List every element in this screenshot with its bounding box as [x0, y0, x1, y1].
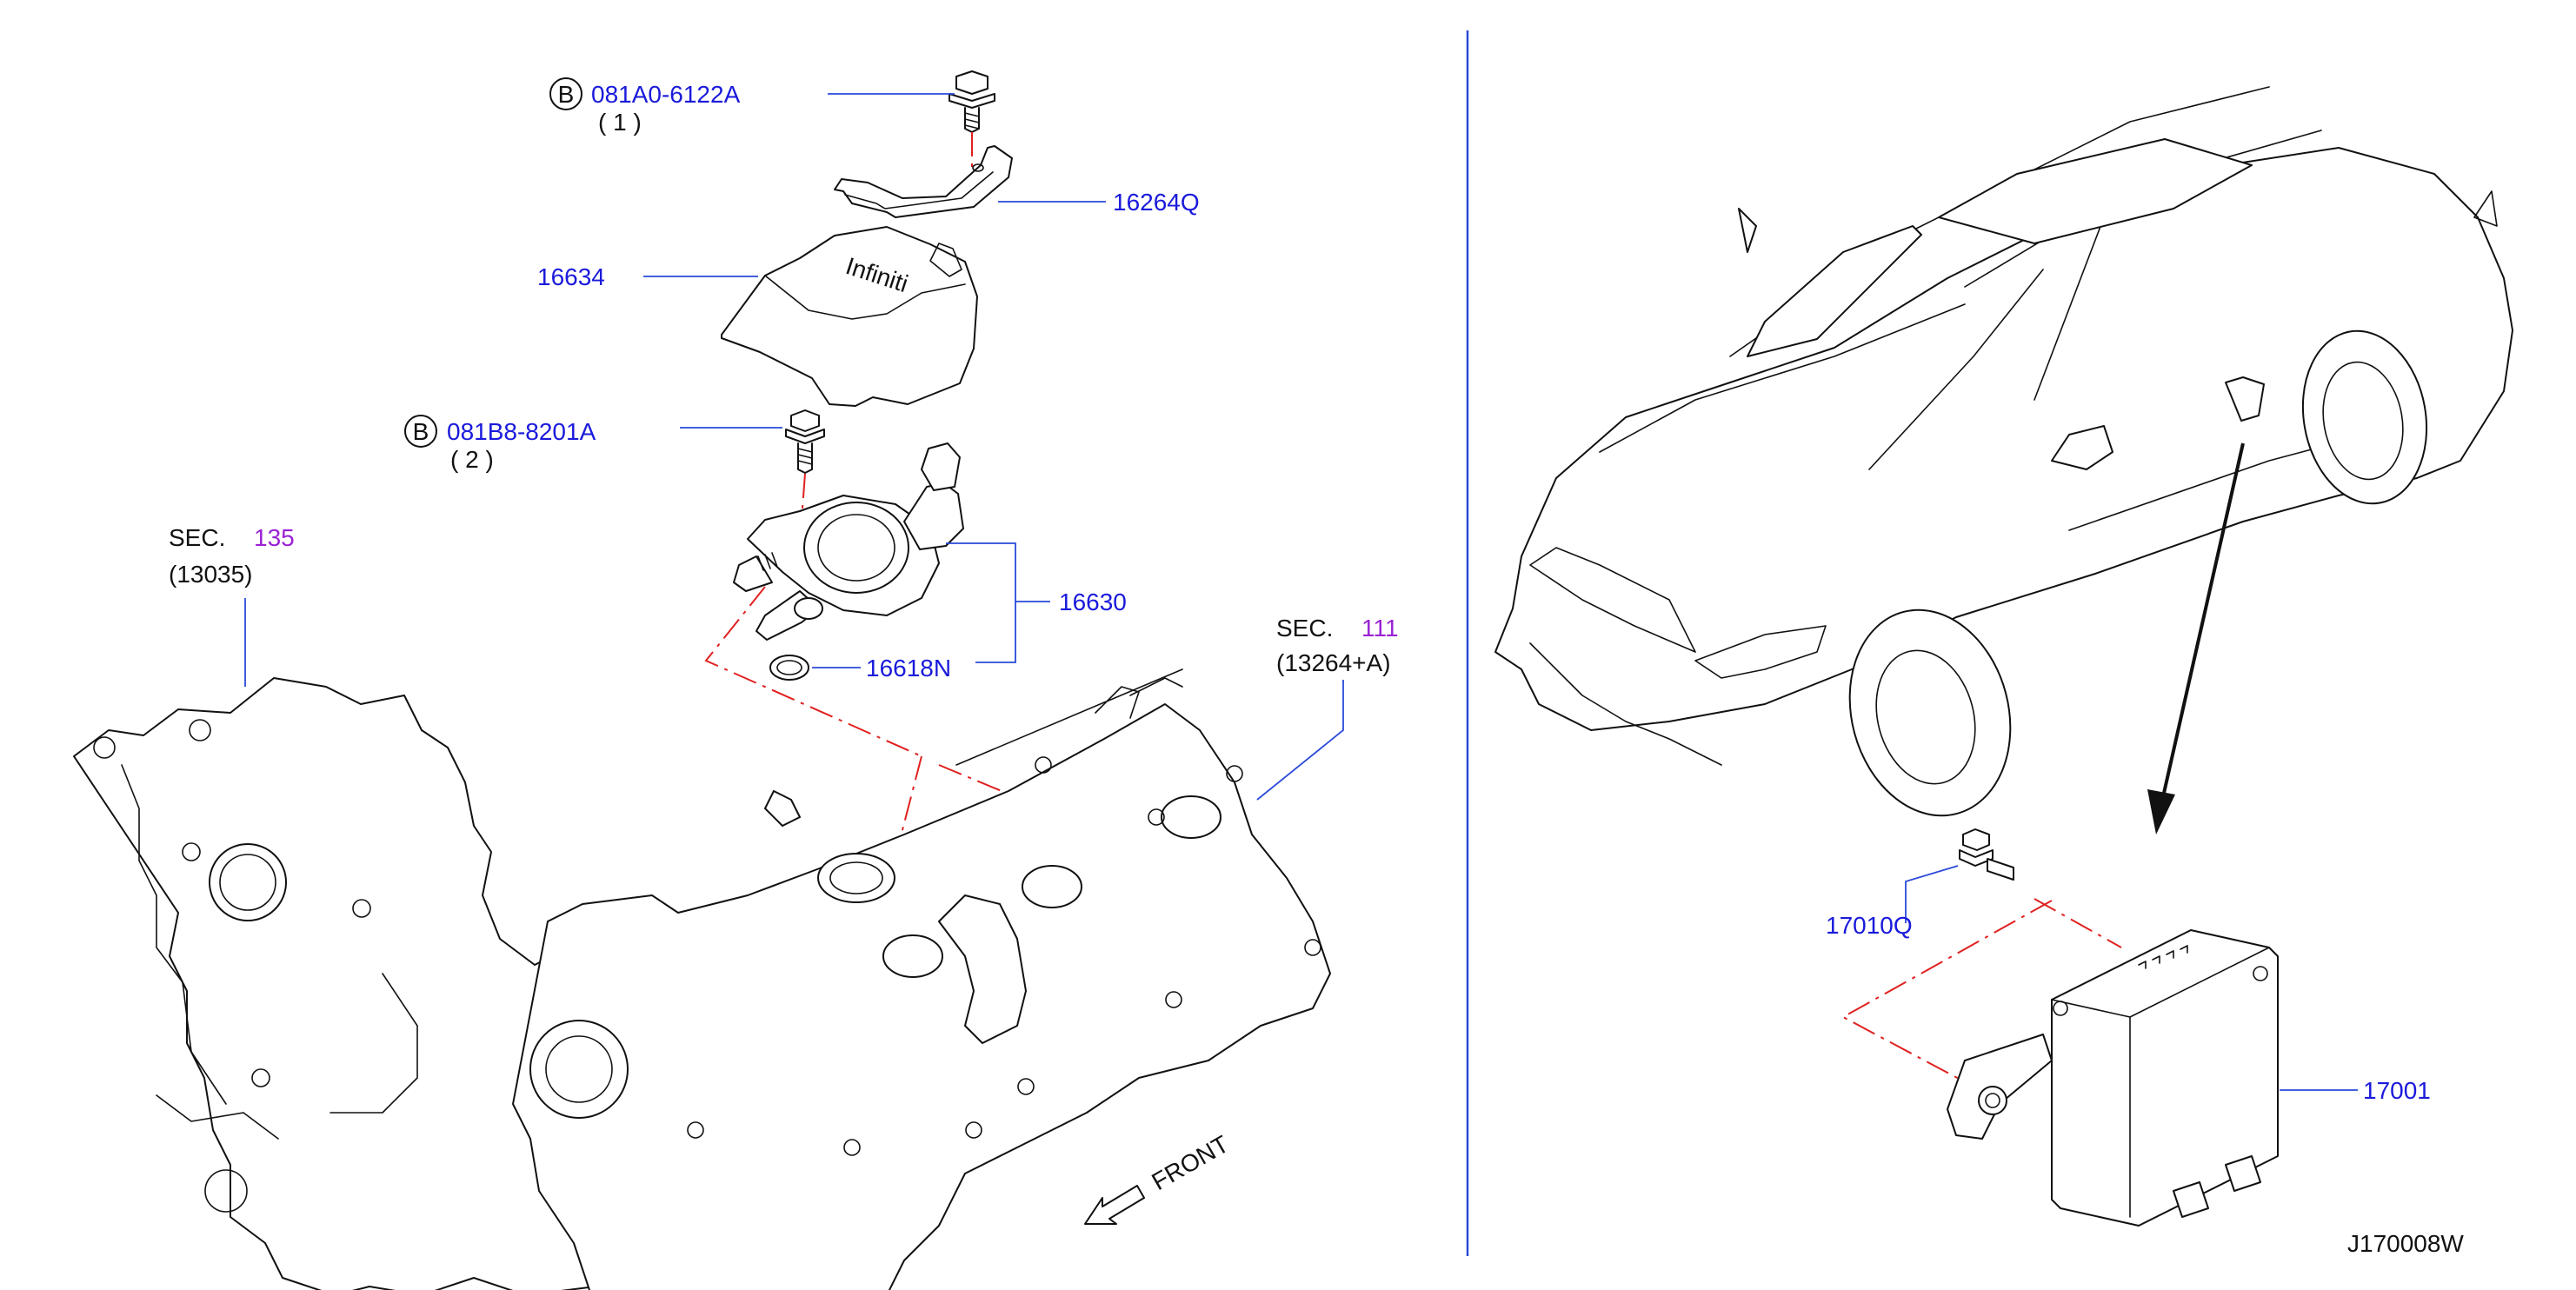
section-a-number[interactable]: 135	[254, 524, 295, 551]
front-label: FRONT	[1148, 1130, 1234, 1195]
front-arrow-icon	[1084, 1185, 1145, 1225]
bolt-1-b-badge: B	[549, 77, 582, 110]
location-arrow-icon	[2147, 442, 2245, 835]
part-qty-081b8: ( 2 )	[450, 446, 494, 473]
section-b-label: SEC.	[1276, 615, 1333, 642]
part-label-17010q[interactable]: 17010Q	[1826, 912, 1913, 939]
module-bolt-icon	[1959, 828, 2014, 881]
control-module-17001-icon	[1947, 929, 2279, 1227]
fuel-pump-16630-icon	[733, 442, 964, 641]
part-label-16618n[interactable]: 16618N	[866, 655, 951, 682]
part-label-081a0[interactable]: 081A0-6122A	[591, 81, 741, 108]
part-label-16630[interactable]: 16630	[1059, 588, 1127, 615]
pump-cover-16634-icon: Infiniti	[721, 226, 978, 407]
svg-text:B: B	[413, 418, 429, 445]
diagram-id: J170008W	[2347, 1230, 2464, 1257]
bracket-16264q-icon	[834, 145, 1013, 218]
part-label-16264q[interactable]: 16264Q	[1113, 189, 1200, 216]
bolt-081b8-icon	[785, 409, 825, 474]
part-label-16634[interactable]: 16634	[537, 263, 605, 290]
section-b-ref: (13264+A)	[1276, 649, 1391, 676]
part-qty-081a0: ( 1 )	[598, 109, 642, 136]
cylinder-head-icon	[512, 668, 1331, 1290]
part-label-17001[interactable]: 17001	[2363, 1077, 2431, 1104]
part-label-081b8[interactable]: 081B8-8201A	[447, 418, 596, 445]
section-a-ref: (13035)	[169, 561, 253, 588]
section-a-label: SEC.	[169, 524, 225, 551]
section-b-number[interactable]: 111	[1361, 615, 1399, 642]
bolt-081a0-icon	[949, 70, 995, 133]
svg-text:B: B	[558, 81, 575, 108]
o-ring-16618n-icon	[769, 655, 809, 681]
car-icon	[1494, 86, 2513, 817]
bolt-2-b-badge: B	[404, 415, 437, 448]
